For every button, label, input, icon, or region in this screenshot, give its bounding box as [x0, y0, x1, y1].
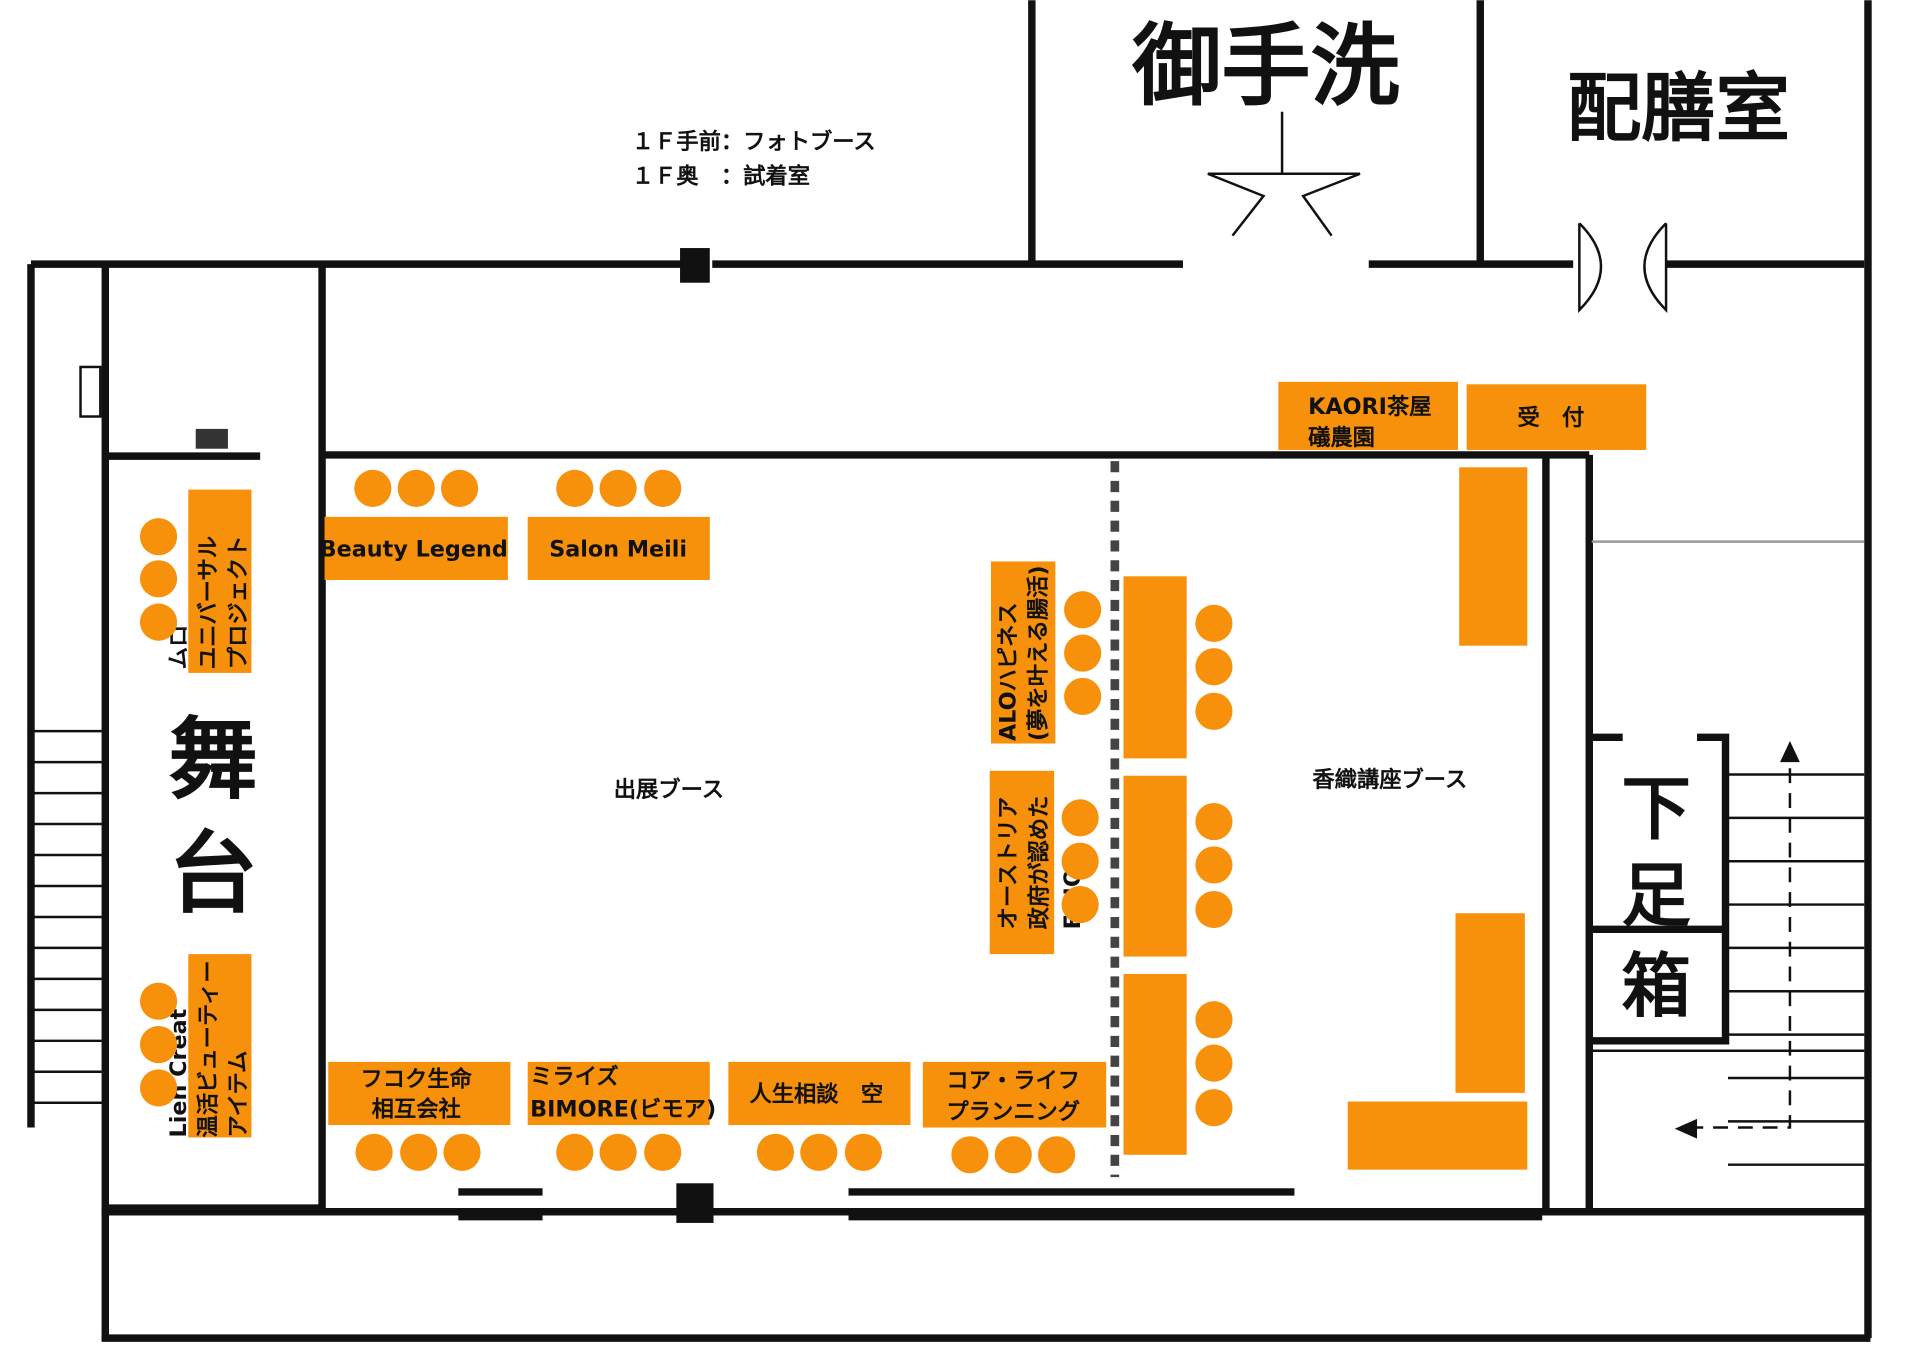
note-fitting-room: １Ｆ奥 ：試着室	[632, 163, 810, 190]
chair	[1195, 1044, 1233, 1082]
booth-label: Salon Meili	[549, 536, 687, 562]
chair	[139, 982, 178, 1020]
stage-label-2: 台	[168, 822, 257, 927]
booth-label: 相互会社	[372, 1095, 461, 1122]
booth-label: 礒農園	[1308, 424, 1375, 451]
kaori-table	[1455, 913, 1525, 1093]
chair	[599, 1133, 637, 1171]
chair	[951, 1136, 989, 1174]
chair	[800, 1133, 838, 1171]
chair	[1195, 648, 1233, 686]
chair	[440, 469, 479, 507]
chair	[397, 469, 435, 507]
chair	[1064, 634, 1102, 672]
chair	[443, 1133, 481, 1171]
booth-fukoku	[328, 1061, 511, 1126]
chair	[1061, 799, 1099, 837]
chair	[139, 560, 178, 598]
chair	[354, 469, 392, 507]
booth-label: 政府が認めた	[1026, 796, 1053, 930]
chair	[400, 1133, 438, 1171]
chair	[844, 1133, 882, 1171]
kaori-table	[1123, 775, 1187, 957]
chairs	[139, 469, 1233, 1174]
booth-label: プランニング	[946, 1098, 1080, 1125]
booth-alo	[990, 561, 1056, 744]
shoe-box-label-3: 箱	[1621, 946, 1690, 1027]
booth-label: BIMORE(ビモア)	[530, 1096, 716, 1122]
chair	[1038, 1136, 1076, 1174]
chair	[139, 603, 178, 641]
chair	[139, 1025, 178, 1064]
pantry-label: 配膳室	[1567, 64, 1790, 152]
booths: Beauty Legend Salon Meili ムロ ユニバーサル プロジェ…	[166, 381, 1647, 1170]
booth-label: (夢を叶える腸活)	[1025, 565, 1051, 741]
booth-label: 人生相談 空	[749, 1081, 883, 1108]
kaori-table	[1123, 973, 1187, 1155]
booth-kaori-chaya	[1278, 381, 1458, 450]
chair	[644, 469, 682, 507]
booth-jinsei-soudan	[728, 1061, 911, 1126]
booth-label: コア・ライフ	[946, 1068, 1080, 1094]
booth-salon-meili	[527, 516, 710, 581]
booth-label: Lien Creat	[166, 1008, 192, 1137]
booth-muro	[188, 489, 252, 673]
kaori-table	[1123, 576, 1187, 759]
chair	[355, 1133, 393, 1171]
chair	[139, 1069, 178, 1107]
shoe-box-label-2: 足	[1621, 855, 1690, 936]
chair	[1195, 1089, 1233, 1127]
chair	[556, 1133, 594, 1171]
reception-label: 受 付	[1517, 404, 1584, 431]
kaori-table	[1459, 467, 1528, 646]
walls	[27, 0, 1872, 1342]
chair	[139, 518, 178, 556]
chair	[1064, 677, 1102, 716]
chair	[1195, 692, 1233, 730]
booth-label: Beauty Legend	[320, 536, 508, 562]
booth-label: アイテム	[225, 1051, 251, 1138]
chair	[599, 469, 637, 507]
chair	[1195, 890, 1233, 929]
chair	[1064, 591, 1102, 629]
booth-beauty-legend	[324, 516, 508, 581]
stage-label-1: 舞	[168, 708, 257, 813]
toilet-label: 御手洗	[1131, 14, 1400, 119]
kaori-area-label: 香織講座ブース	[1312, 766, 1467, 793]
exhibit-area-label: 出展ブース	[614, 776, 724, 803]
booth-miraizu	[527, 1061, 710, 1126]
chair	[1061, 885, 1099, 924]
chair	[994, 1136, 1032, 1174]
chair	[1195, 802, 1233, 841]
booth-label: プロジェクト	[225, 536, 251, 670]
kaori-table	[1347, 1101, 1528, 1170]
chair	[644, 1133, 682, 1171]
booth-label: ミライズ	[530, 1063, 618, 1090]
shoe-box-label-1: 下	[1621, 769, 1690, 850]
chair	[756, 1133, 795, 1171]
booth-lien-creat	[188, 954, 252, 1138]
booth-austria-enjo	[989, 770, 1055, 955]
chair	[1061, 842, 1099, 880]
chair	[1195, 846, 1233, 884]
booth-label: ユニバーサル	[196, 536, 222, 669]
booth-core-life	[922, 1061, 1107, 1128]
booth-label: オーストリア	[996, 797, 1022, 930]
booth-label: フコク生命	[361, 1066, 473, 1093]
booth-label: 温活ビューティー	[196, 961, 222, 1138]
chair	[556, 469, 594, 507]
reception-desk	[1466, 384, 1647, 450]
booth-label: KAORI茶屋	[1308, 394, 1431, 420]
chair	[1195, 1001, 1233, 1039]
chair	[1195, 604, 1233, 642]
note-photo-booth: １Ｆ手前：フォトブース	[632, 128, 876, 155]
booth-label: ALOハピネス	[996, 602, 1022, 741]
